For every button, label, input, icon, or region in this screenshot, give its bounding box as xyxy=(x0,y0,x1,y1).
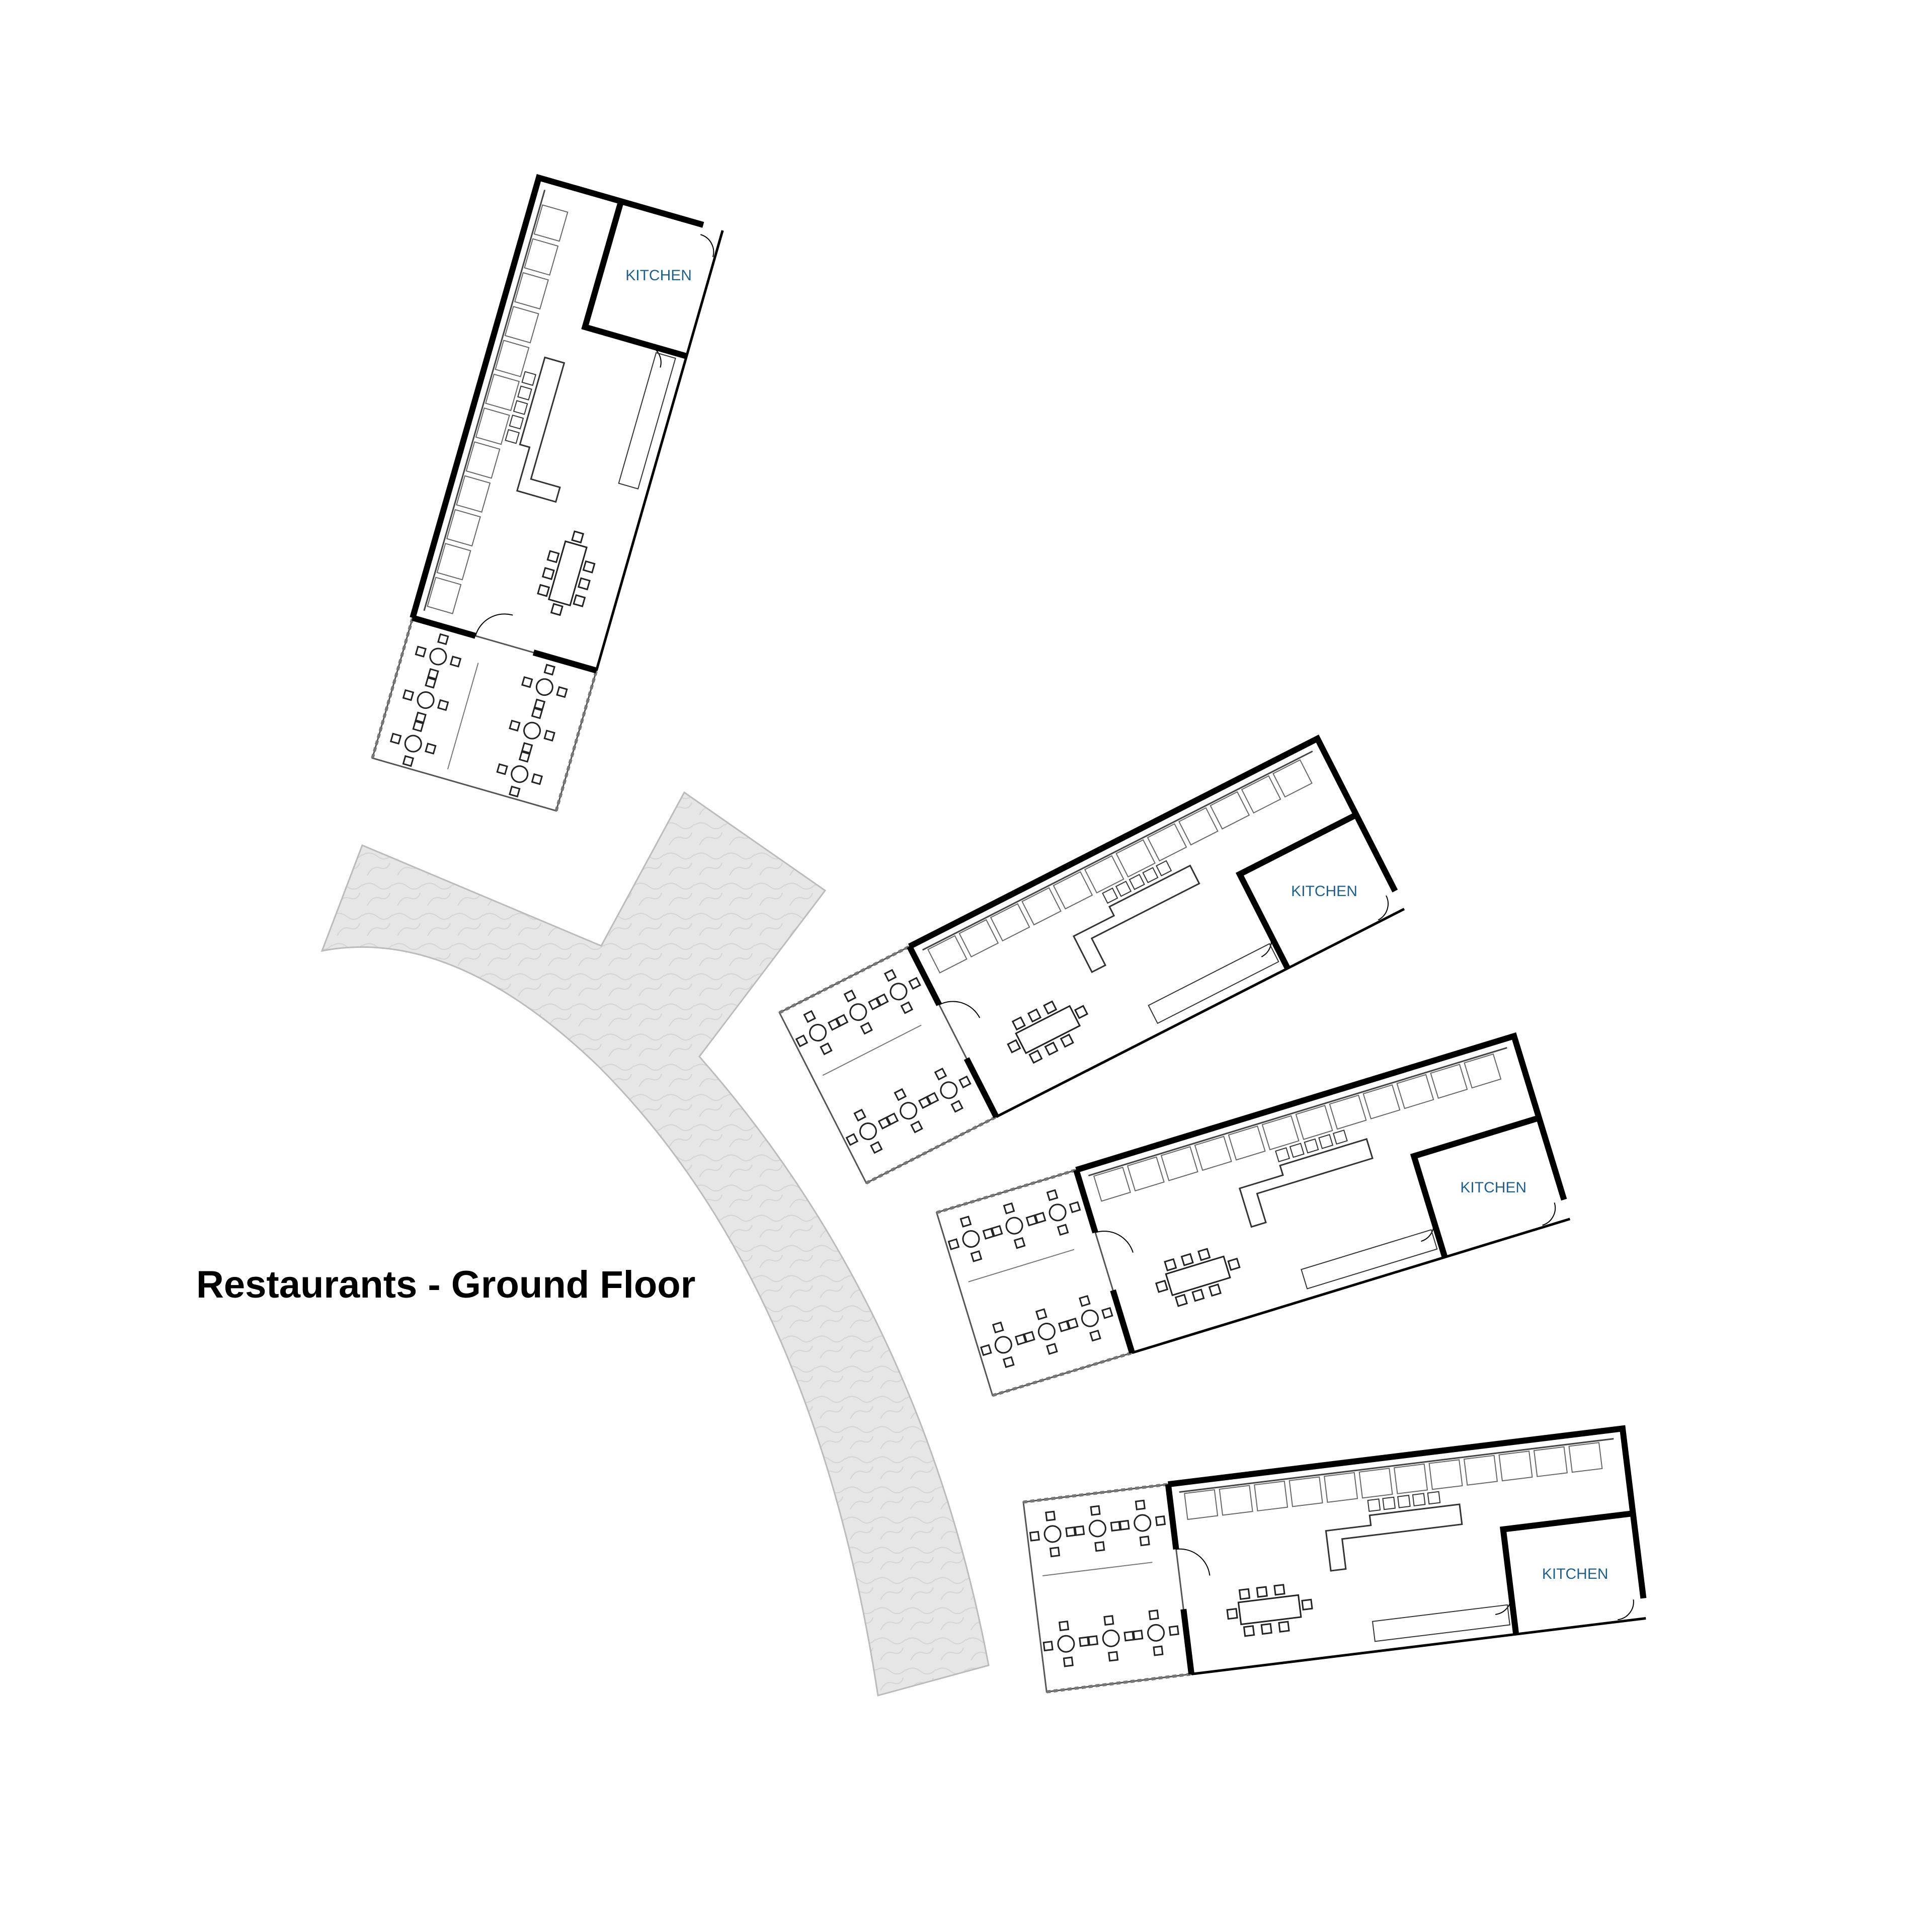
kitchen-label: KITCHEN xyxy=(1291,883,1357,900)
restaurant-unit-2: KITCHEN xyxy=(779,739,1404,1183)
restaurant-unit-4: KITCHEN xyxy=(1023,1428,1646,1692)
kitchen-label: KITCHEN xyxy=(1542,1566,1608,1582)
stone-walkway xyxy=(320,791,990,1697)
plan-title: Restaurants - Ground Floor xyxy=(196,1263,696,1306)
restaurant-unit-1: KITCHEN xyxy=(372,178,722,811)
restaurant-unit-3: KITCHEN xyxy=(937,1036,1570,1395)
kitchen-label: KITCHEN xyxy=(1460,1179,1526,1196)
kitchen-label: KITCHEN xyxy=(625,267,692,284)
